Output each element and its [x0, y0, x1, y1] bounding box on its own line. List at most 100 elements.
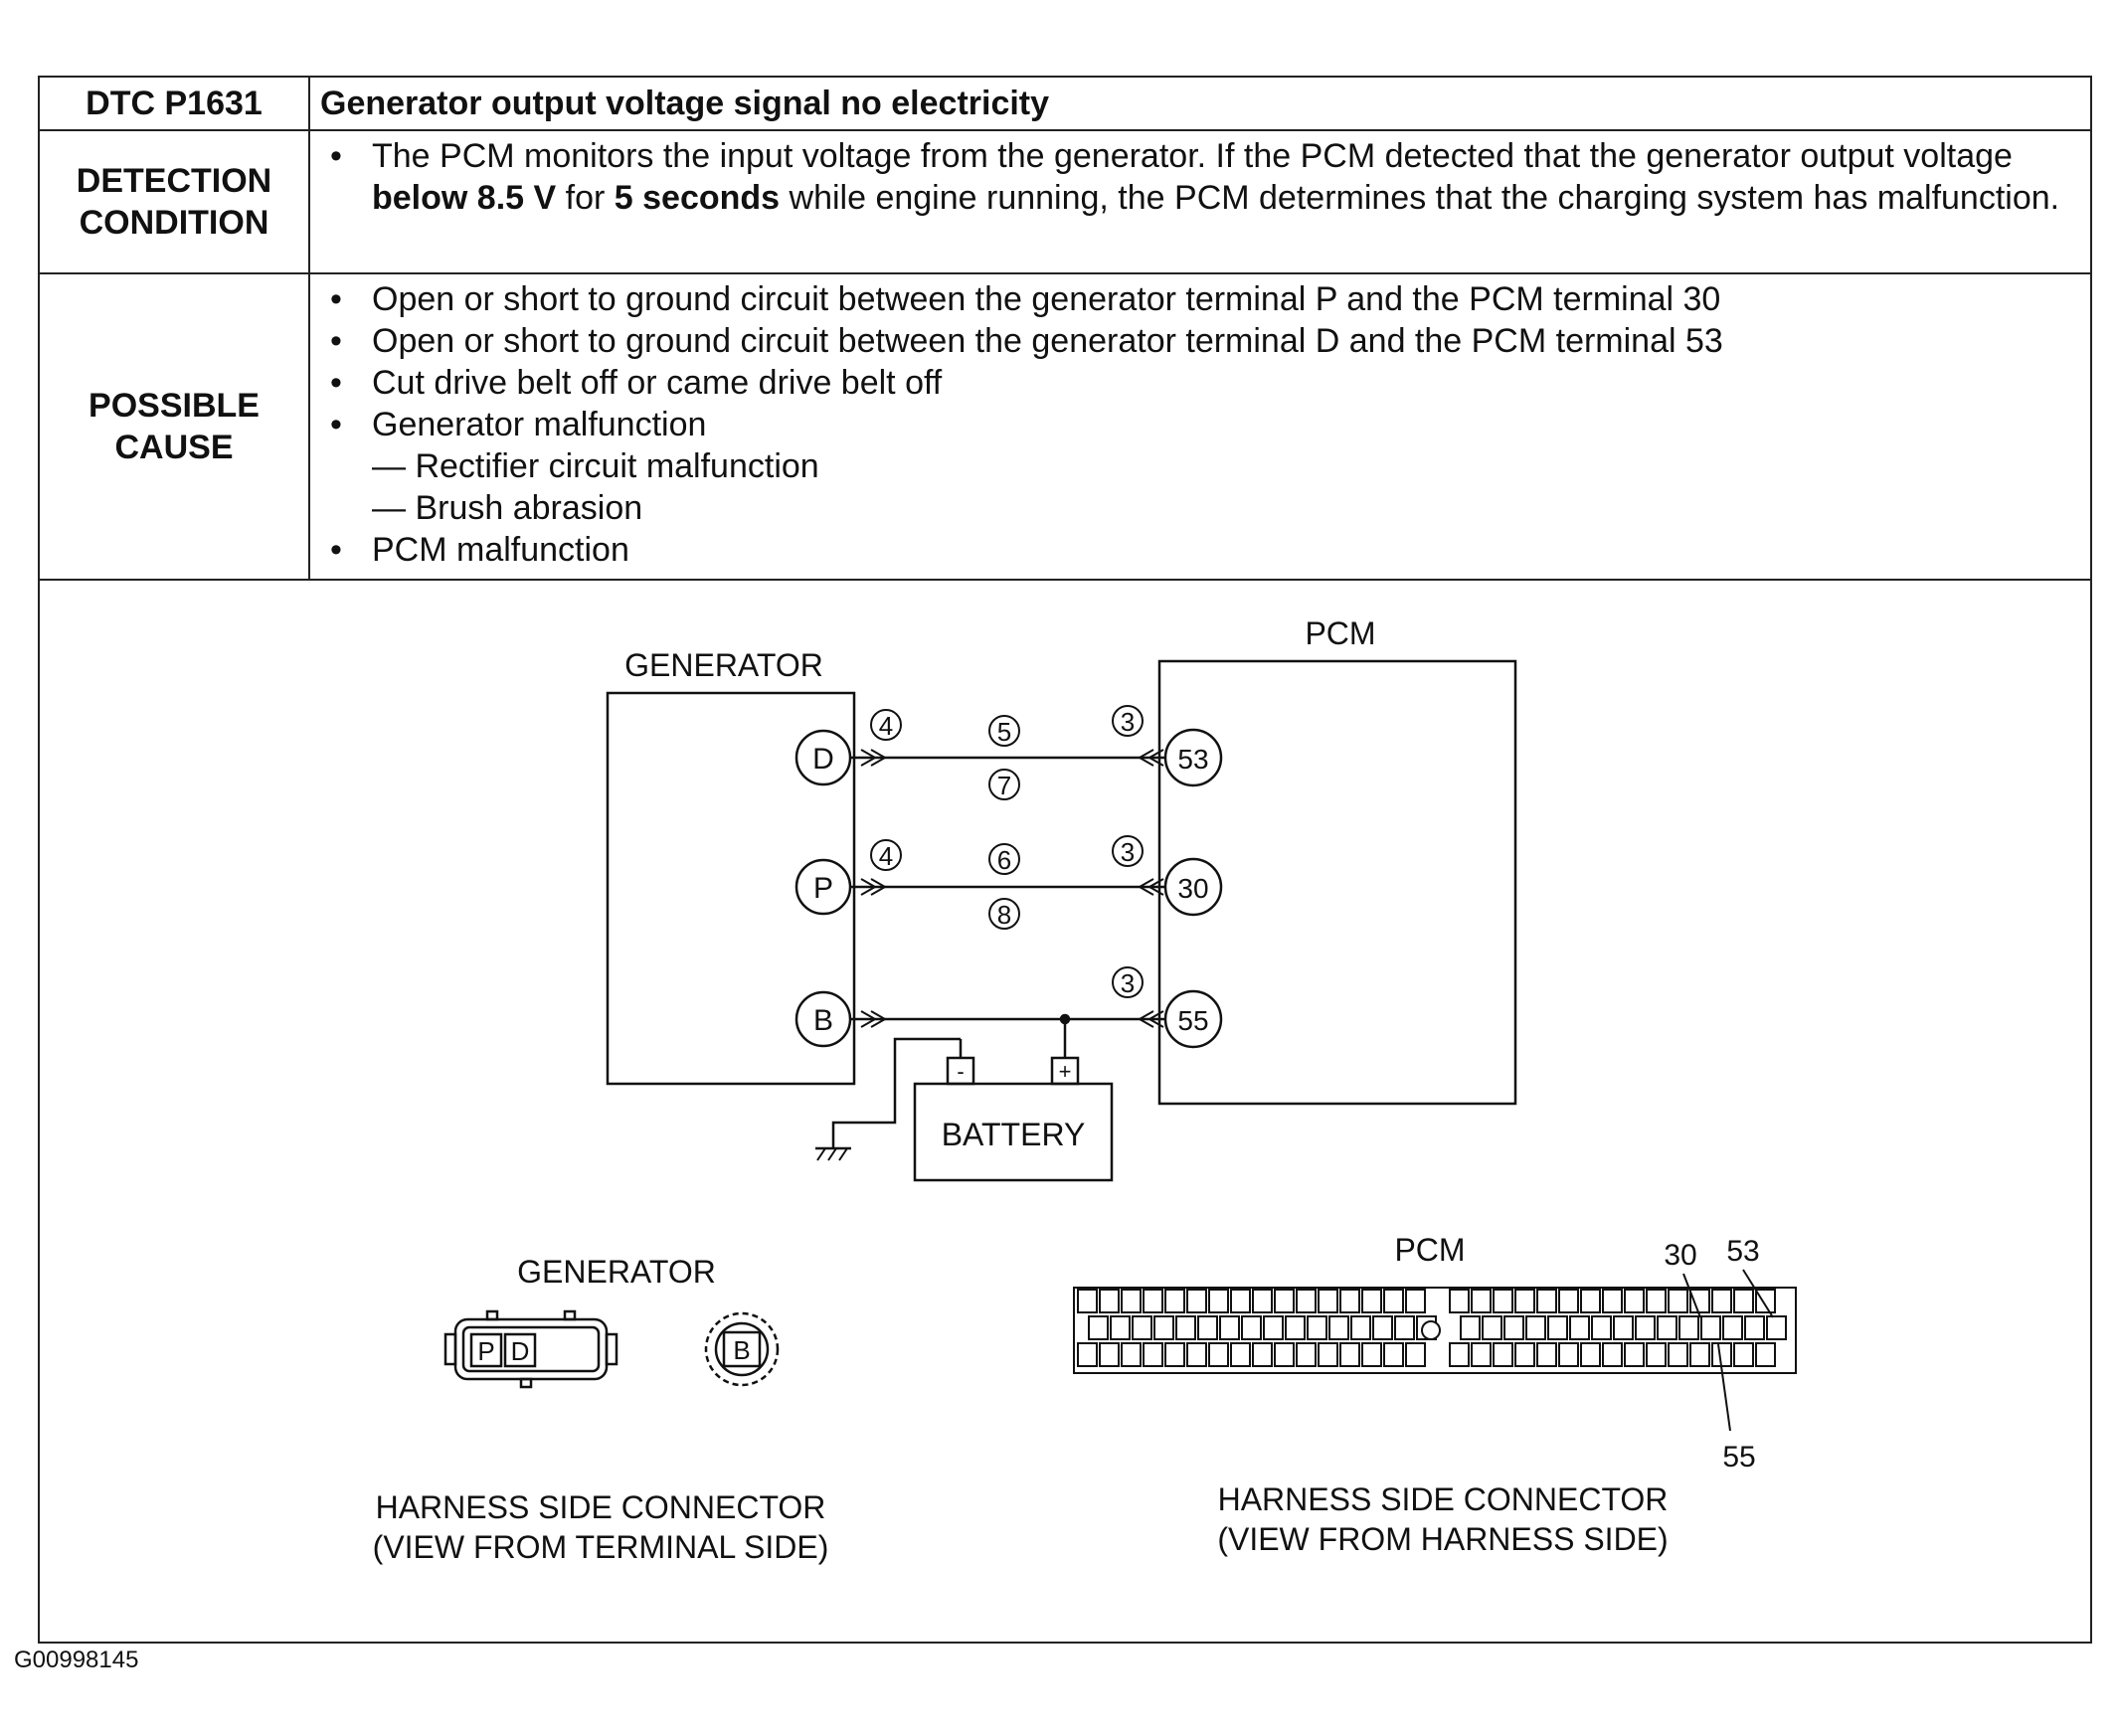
svg-text:3: 3: [1121, 968, 1135, 998]
pcm-pin-cavity: [1449, 1289, 1470, 1313]
pcm-pin-cavity: [1482, 1315, 1502, 1340]
pcm-pin-cavity: [1689, 1342, 1710, 1367]
pcm-pin-cavity: [1405, 1289, 1426, 1313]
pcm-pin-cavity: [1175, 1315, 1196, 1340]
pcm-pin-cavity: [1460, 1315, 1481, 1340]
svg-text:D: D: [812, 743, 834, 776]
gen-terminal-b: B: [794, 990, 852, 1048]
cause-item: Open or short to ground circuit between …: [322, 278, 2078, 320]
pcm-pin-cavity: [1514, 1342, 1535, 1367]
cause-item: Cut drive belt off or came drive belt of…: [322, 362, 2078, 404]
pcm-pin-cavity: [1383, 1289, 1404, 1313]
pcm-pin-cavity: [1602, 1289, 1623, 1313]
pcm-pin-cavity: [1328, 1315, 1349, 1340]
pcm-pin-cavity: [1274, 1342, 1295, 1367]
pcm-pin-cavity: [1153, 1315, 1174, 1340]
pcm-box: [1157, 659, 1517, 1106]
pcm-pin-cavity: [1405, 1342, 1426, 1367]
svg-text:55: 55: [1177, 1005, 1208, 1036]
pcm-pin-cavity: [1678, 1315, 1699, 1340]
pcm-pin-cavity: [1755, 1342, 1776, 1367]
pcm-label: PCM: [1305, 615, 1375, 651]
possible-cause-list: Open or short to ground circuit between …: [308, 272, 2092, 581]
cause-subitem: — Brush abrasion: [372, 489, 643, 527]
pcm-connector-title: PCM: [1394, 1232, 1465, 1268]
generator-label: GENERATOR: [624, 647, 823, 683]
pcm-pin-cavity: [1121, 1342, 1142, 1367]
pcm-pin-cavity: [1099, 1289, 1120, 1313]
pcm-pin-cavity: [1689, 1289, 1710, 1313]
figure-id: G00998145: [14, 1647, 139, 1673]
pcm-pin-cavity: [1635, 1315, 1656, 1340]
pcm-pin-cavity: [1646, 1289, 1667, 1313]
pcm-terminal-55: 55: [1163, 989, 1223, 1049]
svg-text:-: -: [957, 1059, 964, 1084]
pcm-pin-cavity: [1088, 1315, 1109, 1340]
pcm-pin-cavity: [1722, 1315, 1743, 1340]
pcm-pin-cavity: [1591, 1315, 1612, 1340]
pcm-pin-cavity: [1339, 1289, 1360, 1313]
svg-text:B: B: [733, 1335, 750, 1365]
pcm-pin-cavity: [1602, 1342, 1623, 1367]
pcm-pin-label-53: 53: [1726, 1235, 1759, 1268]
pcm-pin-cavity: [1471, 1289, 1492, 1313]
pcm-terminal-30: 30: [1163, 857, 1223, 917]
dtc-code: DTC P1631: [38, 76, 310, 131]
pcm-pin-cavity: [1132, 1315, 1152, 1340]
pcm-pin-cavity: [1121, 1289, 1142, 1313]
pcm-pin-cavity: [1372, 1315, 1393, 1340]
pcm-pin-cavity: [1219, 1315, 1240, 1340]
pcm-pin-label-55: 55: [1722, 1441, 1755, 1474]
generator-box: [606, 691, 856, 1086]
svg-text:+: +: [1059, 1059, 1072, 1084]
svg-text:B: B: [813, 1004, 833, 1037]
pcm-pin-cavity: [1143, 1289, 1163, 1313]
pcm-pin-cavity: [1536, 1289, 1557, 1313]
svg-text:30: 30: [1177, 873, 1208, 904]
svg-text:7: 7: [997, 771, 1011, 800]
cause-item: Generator malfunction: [322, 404, 2078, 445]
pcm-pin-cavity: [1296, 1342, 1317, 1367]
pcm-pin-cavity: [1307, 1315, 1327, 1340]
pcm-pin-cavity: [1230, 1289, 1251, 1313]
pcm-pin-cavity: [1624, 1289, 1645, 1313]
pcm-pin-cavity: [1547, 1315, 1568, 1340]
possible-cause-label: POSSIBLE CAUSE: [38, 272, 310, 581]
pcm-pin-cavity: [1285, 1315, 1306, 1340]
pcm-pin-cavity: [1230, 1342, 1251, 1367]
pcm-pin-cavity: [1274, 1289, 1295, 1313]
pcm-pin-cavity: [1361, 1342, 1382, 1367]
pcm-pin-cavity: [1514, 1289, 1535, 1313]
svg-text:3: 3: [1121, 707, 1135, 737]
cause-item: PCM malfunction: [322, 529, 2078, 571]
svg-text:4: 4: [879, 711, 893, 741]
pcm-pin-cavity: [1164, 1342, 1185, 1367]
pcm-pin-cavity: [1186, 1289, 1207, 1313]
svg-text:BATTERY: BATTERY: [942, 1117, 1086, 1152]
circled-ref-numbers: 4 5 7 3 4 6 8 3 3: [870, 705, 1144, 998]
pcm-pin-cavity: [1208, 1289, 1229, 1313]
svg-text:P: P: [477, 1336, 494, 1366]
pcm-pin-cavity: [1646, 1342, 1667, 1367]
pcm-connector-caption-1: HARNESS SIDE CONNECTOR: [1218, 1481, 1669, 1517]
pcm-pin-cavity: [1536, 1342, 1557, 1367]
pcm-pin-cavity: [1208, 1342, 1229, 1367]
pcm-pin-cavity: [1558, 1342, 1579, 1367]
pcm-pin-cavity: [1263, 1315, 1284, 1340]
detection-condition-text: The PCM monitors the input voltage from …: [308, 129, 2092, 274]
pcm-connector-caption-2: (VIEW FROM HARNESS SIDE): [1217, 1521, 1668, 1557]
pcm-pin-cavity: [1580, 1342, 1601, 1367]
pcm-pin-cavity: [1186, 1342, 1207, 1367]
gen-connector-pd: P D: [443, 1309, 618, 1389]
pcm-pin-cavity: [1700, 1315, 1721, 1340]
pcm-pin-cavity: [1493, 1342, 1513, 1367]
detection-condition-label: DETECTION CONDITION: [38, 129, 310, 274]
dtc-title: Generator output voltage signal no elect…: [308, 76, 2092, 131]
ground-symbol: [815, 1037, 961, 1161]
pcm-pin-cavity: [1558, 1289, 1579, 1313]
battery: + - BATTERY: [913, 1013, 1114, 1182]
pcm-pin-cavity: [1252, 1289, 1273, 1313]
wiring-diagram-cell: [38, 579, 2092, 1644]
pcm-pin-cavity: [1350, 1315, 1371, 1340]
pcm-pin-cavity: [1766, 1315, 1787, 1340]
